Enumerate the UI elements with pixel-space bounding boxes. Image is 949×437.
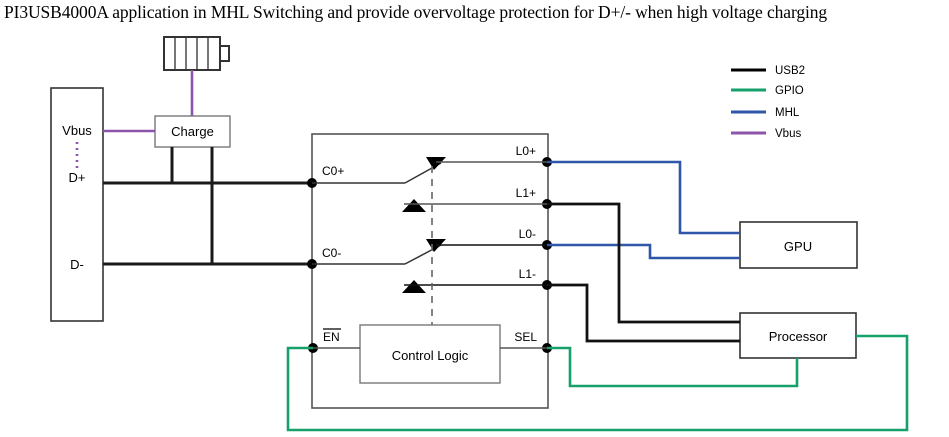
ic-pin-label-sel: SEL [514, 330, 537, 344]
ic-switch-l1plus [402, 199, 547, 212]
control-logic-block: Control Logic [359, 324, 501, 384]
page-title: PI3USB4000A application in MHL Switching… [4, 2, 828, 22]
processor-block-label: Processor [769, 329, 828, 344]
legend: USB2 GPIO MHL Vbus [731, 65, 805, 140]
ic-switch-l1minus [402, 280, 547, 293]
ic-pin-label-l1minus: L1- [519, 267, 536, 281]
connector-pin-label-vbus: Vbus [62, 123, 92, 138]
connector-pin-label-dplus: D+ [69, 170, 86, 185]
ic-pin-label-l1plus: L1+ [516, 186, 536, 200]
charge-block-label: Charge [171, 124, 214, 139]
control-logic-label: Control Logic [392, 348, 469, 363]
charge-block: Charge [154, 115, 231, 148]
legend-label-usb2: USB2 [775, 65, 805, 77]
ic-pin-label-l0minus: L0- [519, 227, 536, 241]
wire-mhl-l0plus-to-gpu [547, 160, 740, 235]
ic-switch-cplus [312, 157, 547, 184]
legend-label-vbus: Vbus [775, 128, 801, 140]
ic-switch-cminus [312, 239, 547, 265]
battery-icon [163, 36, 230, 71]
wire-gpio-en-to-processor [286, 334, 909, 432]
connector-pin-label-dminus: D- [70, 257, 84, 272]
wire-usb2-l1minus-to-processor [547, 283, 740, 343]
legend-label-gpio: GPIO [775, 85, 804, 97]
usb-connector-block: Vbus D+ D- [50, 87, 104, 322]
processor-block: Processor [739, 312, 857, 359]
gpu-block: GPU [739, 221, 858, 269]
legend-label-mhl: MHL [775, 107, 800, 119]
ic-pin-label-l0plus: L0+ [516, 144, 536, 158]
wire-gpio-sel-to-processor [547, 346, 799, 388]
gpu-block-label: GPU [784, 239, 812, 254]
ic-pin-label-c0minus: C0- [322, 246, 341, 260]
wire-usb2-l1plus-to-processor [547, 202, 740, 324]
ic-pin-label-en: EN [323, 330, 340, 344]
ic-pin-label-c0plus: C0+ [322, 164, 344, 178]
wire-mhl-l0minus-to-gpu [547, 243, 740, 260]
